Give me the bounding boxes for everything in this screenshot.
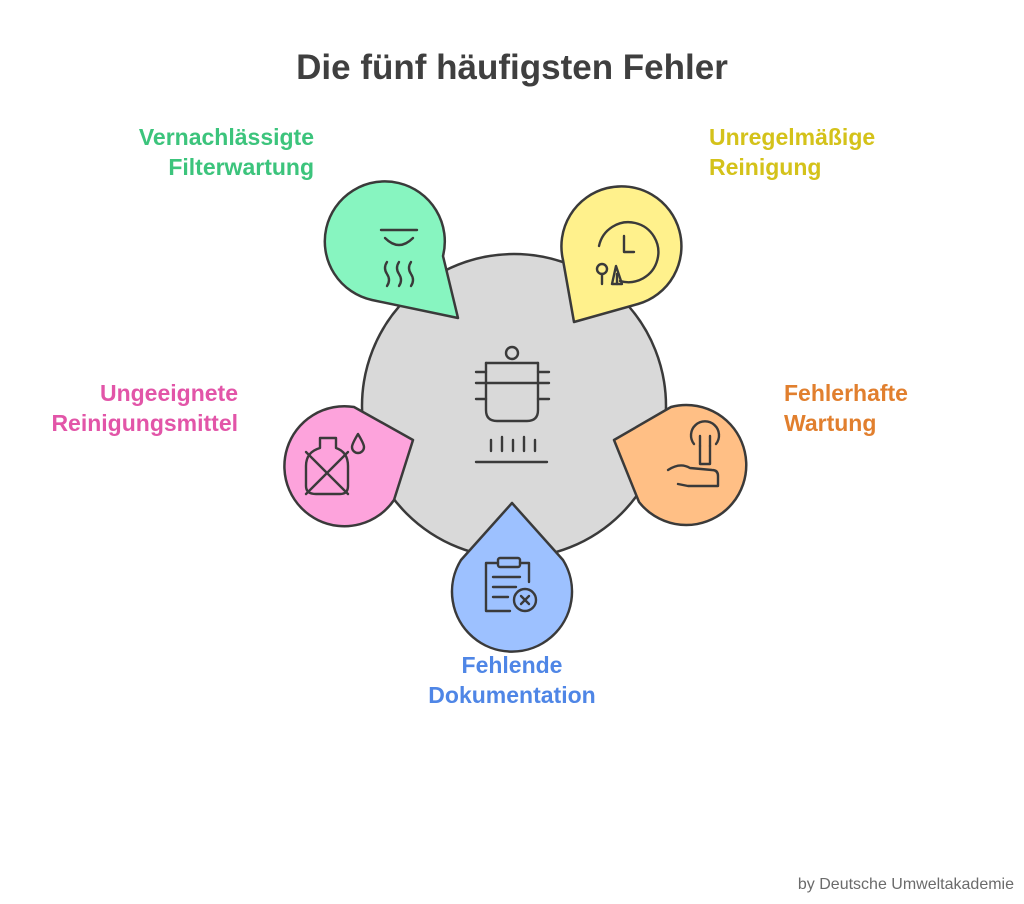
label-reinigung: Unregelmäßige Reinigung — [709, 122, 989, 182]
credit-text: by Deutsche Umweltakademie — [797, 876, 1014, 893]
clipboard-x-icon — [484, 556, 538, 613]
label-filterwartung: Vernachlässigte Filterwartung — [40, 122, 314, 182]
label-dokumentation: Fehlende Dokumentation — [362, 650, 662, 710]
label-wartung-line1: Fehlerhafte — [784, 380, 908, 406]
label-dokumentation-line2: Dokumentation — [428, 682, 596, 708]
label-filterwartung-line2: Filterwartung — [168, 154, 314, 180]
drop-wartung — [612, 403, 748, 527]
drop-filterwartung — [323, 180, 460, 320]
hand-wrench-icon — [666, 420, 721, 488]
label-wartung-line2: Wartung — [784, 410, 877, 436]
drop-reinigungsmittel — [283, 405, 415, 528]
crossed-bottle-drop-icon — [304, 432, 366, 496]
cooking-pot-icon — [474, 345, 551, 464]
label-reinigungsmittel-line1: Ungeeignete — [99, 380, 238, 406]
label-reinigungsmittel: Ungeeignete Reinigungsmittel — [0, 378, 238, 438]
label-dokumentation-line1: Fehlende — [461, 652, 563, 678]
drop-dokumentation — [450, 501, 574, 653]
label-filterwartung-line1: Vernachlässigte — [138, 124, 314, 150]
label-reinigungsmittel-line2: Reinigungsmittel — [51, 410, 238, 436]
clock-cleaning-icon — [595, 220, 660, 286]
drop-reinigung — [560, 185, 683, 324]
diagram-title: Die fünf häufigsten Fehler — [296, 48, 728, 87]
label-reinigung-line2: Reinigung — [709, 154, 822, 180]
label-reinigung-line1: Unregelmäßige — [709, 124, 876, 150]
label-wartung: Fehlerhafte Wartung — [784, 378, 1004, 438]
range-hood-steam-icon — [379, 228, 419, 288]
